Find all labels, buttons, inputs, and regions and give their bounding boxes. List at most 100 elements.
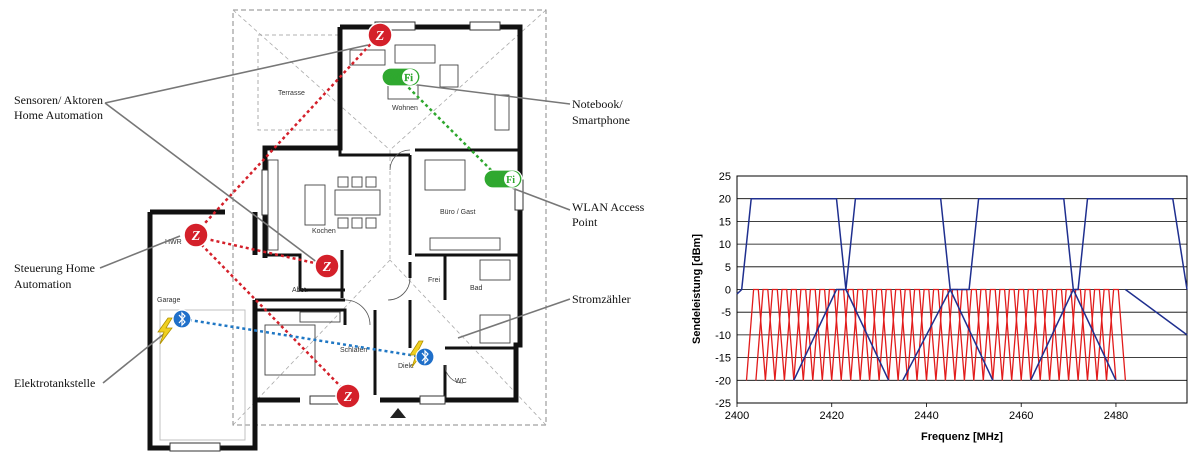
wall-outer — [340, 24, 523, 258]
lightning-icon — [157, 317, 173, 345]
y-tick-label: 5 — [725, 262, 731, 274]
y-axis-title: Sendeleistung [dBm] — [691, 234, 703, 344]
narrowband-channel — [840, 288, 861, 381]
narrowband-channel — [897, 288, 918, 381]
door-swing — [344, 299, 371, 326]
sofa — [394, 44, 436, 64]
ev-charger — [157, 309, 192, 345]
callout-steuerung-line1: Steuerung Home — [14, 261, 95, 275]
narrowband-channel — [745, 288, 767, 381]
bed — [424, 159, 466, 191]
callout-leader — [457, 298, 571, 339]
room-label-bad: Bad — [470, 285, 483, 292]
x-tick-label: 2420 — [819, 410, 843, 422]
door-swing — [444, 364, 464, 384]
wall-outer — [252, 300, 300, 403]
callout-notebook-line2: Smartphone — [572, 113, 630, 127]
narrowband-channel — [859, 288, 880, 381]
narrowband-channel — [1105, 288, 1127, 381]
room-label-abst: Abst. — [292, 287, 308, 294]
wifi-device: Wi Fi — [381, 67, 421, 87]
callout-wlan-line1: WLAN Access — [572, 200, 645, 214]
bathtub — [479, 259, 511, 281]
room-label-terrasse: Terrasse — [278, 90, 305, 97]
dining-table — [334, 189, 381, 216]
callout-sensors-line2: Home Automation — [14, 108, 103, 122]
callout-leader — [409, 83, 571, 105]
narrowband-channel — [1030, 288, 1051, 381]
window — [169, 442, 221, 452]
wideband-channel — [1030, 197, 1188, 381]
entrance-arrow — [390, 408, 406, 418]
narrowband-channel — [963, 288, 984, 381]
narrowband-channel — [764, 288, 786, 381]
wifi-device: Wi Fi — [483, 169, 523, 189]
callout-notebook-line1: Notebook/ — [572, 97, 623, 111]
wall-outer — [380, 258, 523, 403]
narrowband-channel — [1039, 288, 1060, 381]
narrowband-channel — [802, 288, 823, 381]
wideband-channel — [1124, 288, 1188, 336]
y-tick-label: -5 — [721, 307, 731, 319]
wall-outer — [262, 27, 343, 258]
room-label-kochen: Kochen — [312, 228, 336, 235]
narrowband-channel — [774, 288, 795, 381]
narrowband-channel — [1058, 288, 1079, 381]
narrowband-channel — [868, 288, 890, 381]
door-swing — [387, 277, 411, 301]
roof-hip-line — [232, 9, 391, 151]
room-label-wohnen: Wohnen — [392, 105, 418, 112]
x-axis-title: Frequenz [MHz] — [921, 431, 1003, 443]
terrace-outline — [257, 34, 339, 131]
z-icon: Z — [191, 229, 201, 244]
chair — [351, 217, 363, 229]
x-tick-label: 2440 — [914, 410, 938, 422]
kitchen-island — [304, 184, 326, 226]
narrowband-channel — [1001, 288, 1022, 381]
room-label-diele: Diele — [398, 363, 414, 370]
window — [469, 21, 501, 31]
series-layer — [736, 197, 1188, 381]
chair — [337, 217, 349, 229]
narrowband-channel — [812, 288, 833, 381]
narrowband-channel — [1086, 288, 1108, 381]
zwave-device: Z — [314, 253, 340, 279]
roof-hip-line — [389, 259, 547, 426]
narrowband-channel — [982, 288, 1003, 381]
wideband-channel — [736, 197, 890, 381]
narrowband-channel — [1048, 288, 1070, 381]
callout-strom: Stromzähler — [572, 292, 631, 306]
room-label-garage: Garage — [157, 297, 180, 304]
y-tick-label: -20 — [715, 375, 731, 387]
narrowband-channel — [850, 288, 871, 381]
room-label-wc: WC — [455, 378, 467, 385]
zwave-device: Z — [183, 222, 209, 248]
y-tick-label: -15 — [715, 353, 731, 365]
x-tick-label: 2480 — [1104, 410, 1128, 422]
narrowband-channel — [793, 288, 814, 381]
chair — [365, 176, 377, 188]
narrowband-channel — [1096, 288, 1117, 381]
callout-leader — [511, 187, 571, 211]
y-tick-label: -25 — [715, 398, 731, 410]
narrowband-channel — [755, 288, 776, 381]
narrowband-channel — [1020, 288, 1041, 381]
bluetooth-glyph — [178, 311, 186, 327]
zwave-device: Z — [367, 22, 393, 48]
power-meter — [409, 340, 435, 368]
sofa — [349, 49, 386, 66]
wall-inner — [338, 148, 410, 157]
narrowband-channel — [973, 288, 994, 381]
narrowband-channel — [925, 288, 947, 381]
callout-leader — [104, 44, 369, 104]
x-tick-label: 2400 — [725, 410, 749, 422]
zwave-device: Z — [335, 383, 361, 409]
callout-steuerung-line2: Automation — [14, 277, 71, 291]
z-icon: Z — [375, 29, 385, 44]
door-swing — [389, 149, 411, 171]
bed — [264, 324, 316, 376]
callout-sensors-line1: Sensoren/ Aktoren — [14, 93, 103, 107]
room-label-frei: Frei — [428, 277, 441, 284]
